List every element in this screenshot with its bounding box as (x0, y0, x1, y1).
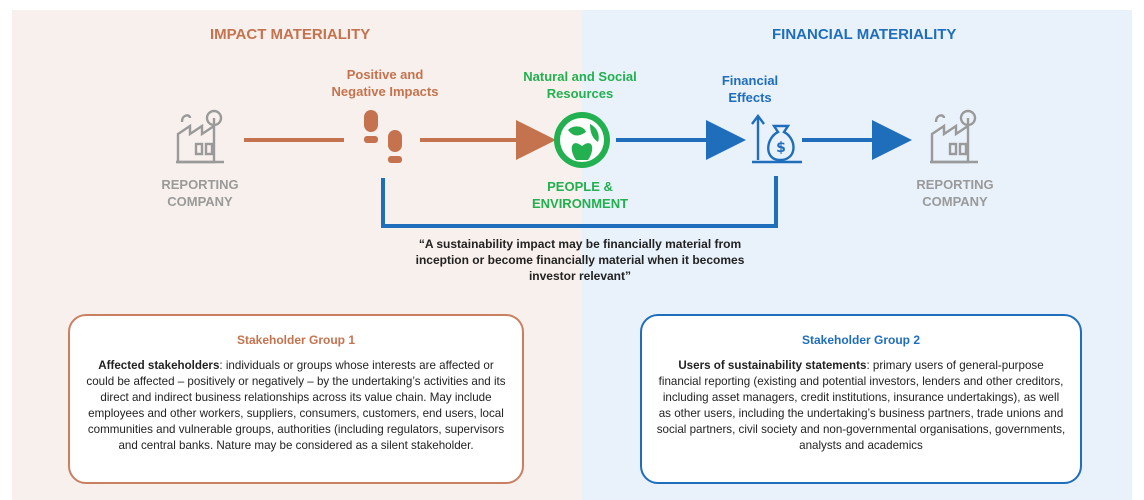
footprints-icon (364, 110, 402, 163)
users-of-statements-term: Users of sustainability statements (678, 359, 867, 372)
impact-materiality-heading: IMPACT MATERIALITY (210, 26, 371, 43)
materiality-quote: “A sustainability impact may be financia… (415, 237, 745, 283)
connector-bypass-loop (381, 176, 778, 228)
money-bag-arrow-icon: $ (751, 114, 802, 164)
stakeholder-group-2-box: Stakeholder Group 2 Users of sustainabil… (640, 314, 1082, 484)
svg-text:$: $ (776, 140, 786, 156)
stakeholder-group-1-box: Stakeholder Group 1 Affected stakeholder… (68, 314, 524, 484)
globe-leaf-icon (554, 112, 610, 168)
factory-icon-left (176, 109, 224, 164)
people-environment-label: PEOPLE &ENVIRONMENT (531, 179, 629, 211)
stakeholder-group-2-title: Stakeholder Group 2 (801, 333, 921, 347)
stakeholder-group-1-title: Stakeholder Group 1 (236, 333, 356, 347)
stakeholder-group-1-description: Affected stakeholders: individuals or gr… (86, 359, 506, 452)
financial-materiality-heading: FINANCIAL MATERIALITY (772, 26, 957, 43)
stakeholder-group-2-description: Users of sustainability statements: prim… (656, 359, 1066, 452)
affected-stakeholders-term: Affected stakeholders (98, 359, 220, 372)
factory-icon-right (930, 109, 978, 164)
